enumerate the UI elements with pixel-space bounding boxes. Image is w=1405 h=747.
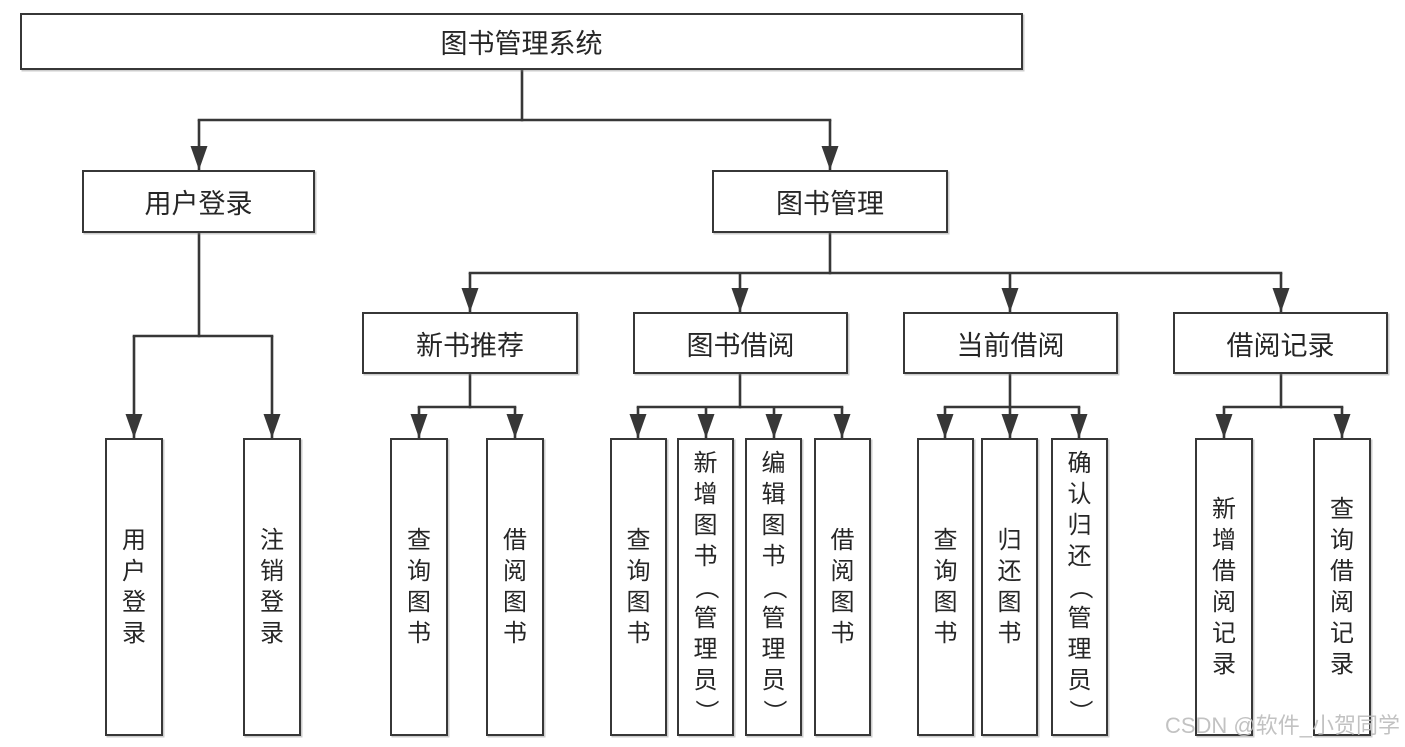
leaf-query-books-1: 查询图书 (390, 438, 448, 736)
leaf-query-books-1-label: 查询图书 (407, 527, 431, 647)
leaf-query-borrow-record: 查询借阅记录 (1313, 438, 1371, 736)
leaf-confirm-return-admin-label: 确认归还（管理员） (1066, 449, 1093, 724)
node-current-borrow-label: 当前借阅 (956, 330, 1065, 361)
node-book-management: 图书管理 (712, 170, 948, 233)
node-book-borrow: 图书借阅 (633, 312, 848, 374)
node-book-management-label: 图书管理 (776, 189, 884, 219)
leaf-borrow-books-2-label: 借阅图书 (830, 527, 855, 647)
leaf-edit-book-admin: 编辑图书（管理员） (745, 438, 802, 736)
leaf-query-books-2-label: 查询图书 (626, 527, 651, 647)
node-user-login: 用户登录 (82, 170, 315, 233)
leaf-user-login-label: 用户登录 (122, 527, 146, 647)
arrow-lines (125, 120, 1351, 438)
node-user-login-label: 用户登录 (144, 189, 253, 219)
leaf-return-book: 归还图书 (981, 438, 1038, 736)
leaf-query-books-3-label: 查询图书 (933, 527, 958, 647)
node-root-label: 图书管理系统 (440, 29, 603, 59)
leaf-user-login: 用户登录 (105, 438, 163, 736)
leaf-add-borrow-record: 新增借阅记录 (1195, 438, 1253, 736)
node-current-borrow: 当前借阅 (903, 312, 1118, 374)
branch-lines (132, 68, 1344, 409)
leaf-borrow-books-2: 借阅图书 (814, 438, 871, 736)
leaf-borrow-books-1-label: 借阅图书 (503, 527, 527, 647)
leaf-edit-book-admin-label: 编辑图书（管理员） (760, 449, 787, 724)
leaf-add-book-admin: 新增图书（管理员） (677, 438, 734, 736)
leaf-logout-label: 注销登录 (260, 527, 284, 647)
leaf-borrow-books-1: 借阅图书 (486, 438, 544, 736)
node-borrow-records-label: 借阅记录 (1226, 330, 1335, 361)
node-new-book-recommend-label: 新书推荐 (416, 330, 524, 361)
leaf-query-books-3: 查询图书 (917, 438, 974, 736)
csdn-watermark: CSDN @软件_小贺同学 (1164, 713, 1400, 738)
leaf-logout: 注销登录 (243, 438, 301, 736)
node-book-borrow-label: 图书借阅 (686, 330, 795, 361)
leaf-query-borrow-record-label: 查询借阅记录 (1330, 496, 1354, 678)
node-new-book-recommend: 新书推荐 (362, 312, 578, 374)
leaf-confirm-return-admin: 确认归还（管理员） (1051, 438, 1108, 736)
node-borrow-records: 借阅记录 (1173, 312, 1388, 374)
leaf-query-books-2: 查询图书 (610, 438, 667, 736)
leaf-add-borrow-record-label: 新增借阅记录 (1212, 496, 1236, 678)
leaf-return-book-label: 归还图书 (997, 527, 1022, 647)
node-root-system: 图书管理系统 (20, 13, 1023, 70)
leaf-add-book-admin-label: 新增图书（管理员） (692, 449, 719, 724)
